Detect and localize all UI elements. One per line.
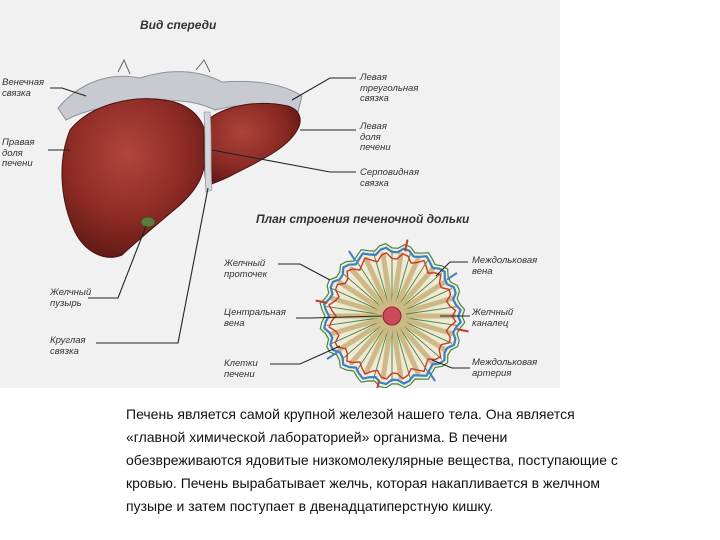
- bile-canaliculus: [341, 272, 382, 308]
- cell-cord: [389, 313, 447, 353]
- cell-cord: [380, 313, 395, 380]
- label-interlobular-vein: Междольковая вена: [472, 255, 538, 277]
- left-leader-lines: [48, 87, 209, 344]
- cell-cord: [389, 252, 404, 319]
- cell-cord: [337, 313, 395, 353]
- bile-canaliculus: [395, 252, 412, 303]
- label-left-triangular-ligament: Левая треугольная связка: [360, 72, 419, 104]
- vessel-branch: [456, 328, 469, 333]
- label-bile-ductule: Желчный проточек: [224, 258, 268, 280]
- bile-canaliculus: [402, 272, 443, 308]
- label-liver-cells: Клетки печени: [224, 358, 258, 380]
- bile-canaliculus: [399, 327, 429, 372]
- cell-cord: [389, 313, 454, 336]
- bile-canaliculus: [402, 324, 443, 360]
- vessel-branch: [326, 351, 338, 360]
- cell-cord: [363, 257, 395, 319]
- cell-cord: [389, 266, 436, 319]
- label-bile-canal: Желчный каналец: [472, 307, 514, 329]
- right-lobe-shape: [61, 98, 207, 258]
- cell-cord: [389, 279, 447, 319]
- bile-canaliculus: [405, 306, 458, 315]
- cell-cord: [330, 313, 395, 336]
- cell-cord: [348, 313, 395, 366]
- caption-text: Печень является самой крупной железой на…: [126, 406, 618, 514]
- cell-cord: [337, 279, 395, 319]
- label-central-vein: Центральная вена: [224, 307, 286, 329]
- label-falciform-ligament: Серповидная связка: [360, 167, 420, 189]
- liver-illustration: [48, 58, 470, 388]
- right-leader-lines: [211, 77, 356, 173]
- central-vein-shape: [382, 306, 402, 326]
- bile-canaliculus: [399, 260, 429, 305]
- gallbladder-shape: [140, 216, 156, 228]
- bile-canaliculus: [331, 288, 380, 311]
- vessel-branch: [404, 239, 409, 252]
- cell-cord: [389, 296, 454, 319]
- label-gallbladder: Желчный пузырь: [50, 287, 92, 309]
- cell-cord: [330, 296, 395, 319]
- label-right-lobe: Правая доля печени: [2, 137, 35, 169]
- cell-cord: [389, 313, 404, 380]
- cell-cord: [389, 257, 421, 319]
- bile-canaliculus: [405, 317, 458, 326]
- bile-canaliculus: [395, 329, 412, 380]
- label-round-ligament: Круглая связка: [50, 335, 86, 357]
- lobule-plan-title: План строения печеночной дольки: [256, 212, 470, 226]
- cell-cord: [348, 266, 395, 319]
- bile-canaliculus: [326, 317, 379, 326]
- vessel-branch: [427, 370, 436, 382]
- bile-duct-ring: [319, 243, 466, 388]
- cell-cord: [363, 313, 395, 375]
- bile-canaliculus: [404, 321, 453, 344]
- front-view-title: Вид спереди: [140, 18, 217, 32]
- vessel-branch: [348, 250, 357, 262]
- bile-canaliculus: [326, 306, 379, 315]
- bile-canaliculus: [404, 288, 453, 311]
- falciform-ligament: [203, 111, 213, 193]
- lobule-leader-lines: [270, 261, 470, 369]
- bile-canaliculus: [341, 324, 382, 360]
- interlobular-vein-ring: [322, 246, 462, 386]
- vessel-branch: [315, 299, 328, 304]
- cell-cord: [389, 313, 436, 366]
- bile-canaliculus: [331, 321, 380, 344]
- vessel-branch: [376, 380, 380, 388]
- liver-figure: Вид спереди План строения печеночной дол…: [0, 0, 560, 388]
- liver-lobule: [315, 239, 469, 388]
- cell-cord: [389, 313, 421, 375]
- label-coronary-ligament: Венечная связка: [2, 77, 45, 99]
- vessel-branch: [446, 272, 458, 281]
- label-left-lobe: Левая доля печени: [360, 121, 391, 153]
- cell-cord: [380, 252, 395, 319]
- label-interlobular-artery: Междольковая артерия: [472, 357, 538, 379]
- interlobular-artery-ring: [328, 252, 457, 380]
- left-lobe-shape: [203, 102, 301, 187]
